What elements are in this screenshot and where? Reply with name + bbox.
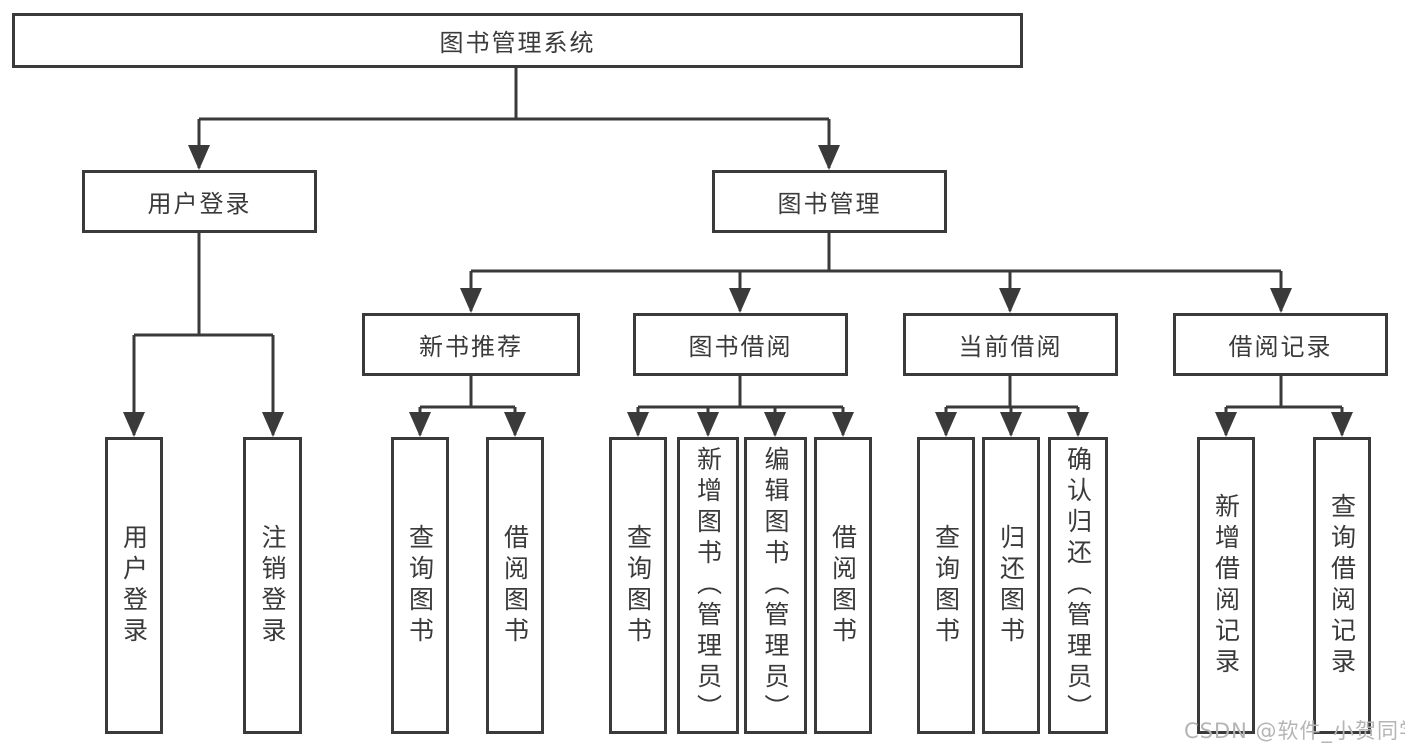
node-borrowing-records: 借阅记录: [1173, 313, 1388, 376]
leaf-query-borrow-record: 查询借阅记录: [1313, 437, 1371, 734]
leaf-user-login: 用户登录: [105, 437, 163, 734]
csdn-watermark: CSDN @软件_小贺同学: [1184, 719, 1405, 743]
arrowheads: [123, 145, 1353, 437]
leaf-add-books-admin: 新增图书（管理员）: [677, 437, 739, 734]
node-book-management-group: 图书管理: [712, 170, 947, 233]
leaf-return-books: 归还图书: [982, 437, 1040, 734]
node-book-borrowing: 图书借阅: [633, 313, 848, 376]
leaf-query-books-current: 查询图书: [917, 437, 975, 734]
leaf-borrow-books: 借阅图书: [814, 437, 872, 734]
node-new-book-recommend: 新书推荐: [362, 313, 580, 376]
leaf-confirm-return-admin: 确认归还（管理员）: [1048, 437, 1108, 734]
node-current-borrowing: 当前借阅: [903, 313, 1118, 376]
leaf-query-books-borrowing: 查询图书: [609, 437, 667, 734]
node-user-login-group: 用户登录: [82, 170, 317, 233]
leaf-edit-books-admin: 编辑图书（管理员）: [744, 437, 807, 734]
node-library-management-system: 图书管理系统: [12, 13, 1023, 68]
leaf-add-borrow-record: 新增借阅记录: [1197, 437, 1255, 734]
leaf-logout: 注销登录: [243, 437, 302, 734]
leaf-borrow-books-recommend: 借阅图书: [486, 437, 544, 734]
leaf-query-books-recommend: 查询图书: [391, 437, 449, 734]
